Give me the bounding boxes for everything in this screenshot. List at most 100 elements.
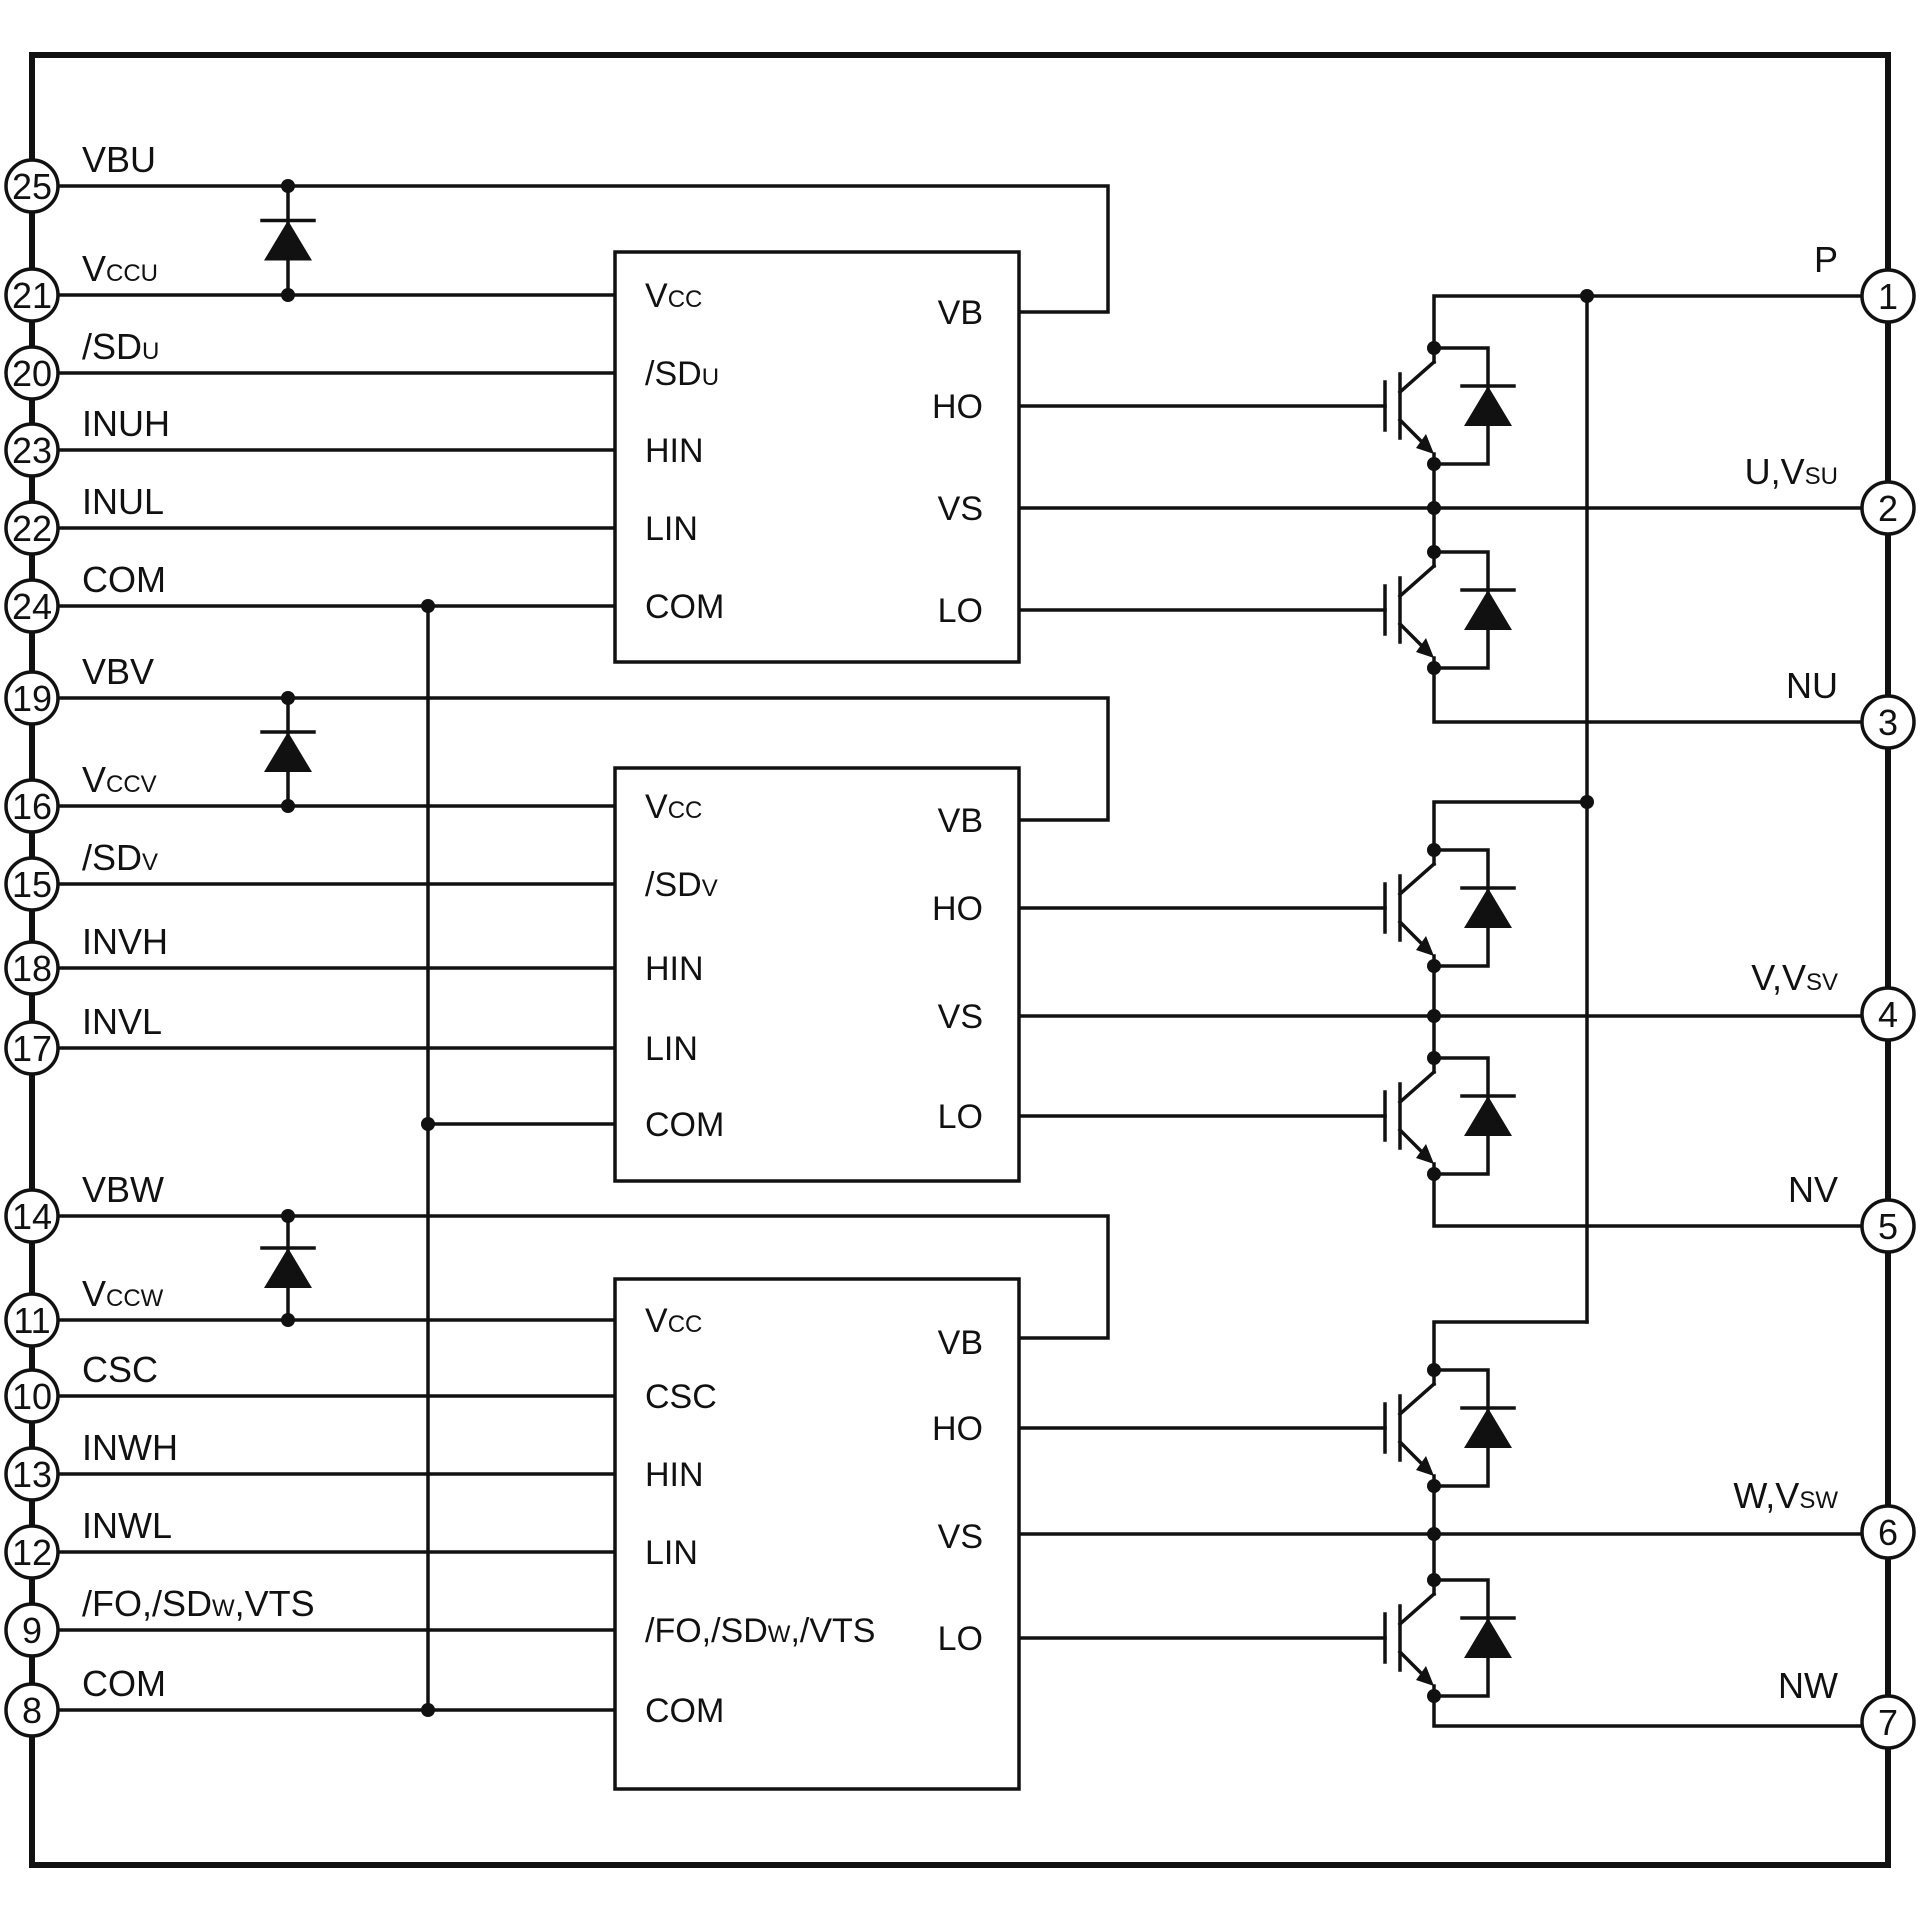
low-side-igbt-arrow	[1416, 638, 1434, 658]
high-side-igbt-arrow	[1416, 434, 1434, 454]
pin-label: INWH	[82, 1427, 178, 1468]
pin-label: NW	[1778, 1665, 1838, 1706]
junction-dot	[1427, 501, 1441, 515]
high-side-igbt-diode	[1464, 1408, 1512, 1448]
high-side-igbt-collector	[1397, 1381, 1437, 1417]
pin-number: 12	[12, 1532, 52, 1573]
pin-number: 9	[22, 1610, 42, 1651]
driver-pin-label: VS	[938, 1518, 983, 1556]
wiring	[30, 179, 1890, 1728]
pin-number: 5	[1878, 1206, 1898, 1247]
pin-circle	[1860, 268, 1916, 324]
pin-circle	[4, 500, 60, 556]
bootstrap-diode	[264, 732, 312, 772]
low-side-igbt-diode	[1464, 1618, 1512, 1658]
driver-pin-label: VB	[938, 1324, 983, 1362]
junction-dot	[1427, 1527, 1441, 1541]
driver-pin-label: VS	[938, 490, 983, 528]
driver-pin-label: LO	[938, 592, 983, 630]
pin-number: 22	[12, 508, 52, 549]
driver-pin-label: VS	[938, 998, 983, 1036]
driver-pin-label: HIN	[645, 432, 704, 470]
pin-label: INUL	[82, 481, 164, 522]
pin-circle	[1860, 1198, 1916, 1254]
bootstrap-diode	[264, 220, 312, 261]
n-wire	[1432, 1694, 1890, 1728]
low-side-igbt-diode	[1464, 590, 1512, 630]
pin-label: COM	[82, 1663, 166, 1704]
pin-circle	[4, 778, 60, 834]
collector-wire	[1432, 294, 1589, 350]
pin-number: 8	[22, 1690, 42, 1731]
low-side-igbt-collector	[1397, 1591, 1437, 1627]
pin-number: 10	[12, 1376, 52, 1417]
pin-number: 4	[1878, 994, 1898, 1035]
high-side-igbt-collector	[1397, 359, 1437, 395]
pin-label: U,VSU	[1745, 451, 1838, 492]
pin-label: NU	[1786, 665, 1838, 706]
pin-circle	[4, 1292, 60, 1348]
bootstrap-diode	[264, 1248, 312, 1288]
driver-pin-label: VB	[938, 294, 983, 332]
driver-pin-label: /SDV	[645, 866, 718, 904]
pin-number: 14	[12, 1196, 52, 1237]
driver-pin-label: /FO,/SDW,/VTS	[645, 1612, 875, 1650]
pin-label: /SDV	[82, 837, 158, 878]
driver-pin-label: LIN	[645, 1534, 698, 1572]
driver-pin-label: COM	[645, 1692, 724, 1730]
pin-number: 2	[1878, 488, 1898, 529]
pin-number: 24	[12, 586, 52, 627]
pin-circle	[4, 940, 60, 996]
pin-label: VBV	[82, 651, 154, 692]
pin-label: VBW	[82, 1169, 164, 1210]
pin-label: VCCV	[82, 759, 157, 800]
pin-circle	[4, 345, 60, 401]
driver-pin-label: /SDU	[645, 355, 719, 393]
pin-label: NV	[1788, 1169, 1838, 1210]
pin-number: 20	[12, 353, 52, 394]
pin-number: 25	[12, 166, 52, 207]
pin-label: VCCU	[82, 248, 158, 289]
n-wire	[1432, 666, 1890, 724]
driver-pin-label: CSC	[645, 1378, 717, 1416]
driver-pin-label: LO	[938, 1620, 983, 1658]
pin-label: INUH	[82, 403, 170, 444]
pin-number: 11	[13, 1300, 50, 1341]
pin-circle	[4, 856, 60, 912]
com-junction	[421, 1117, 435, 1131]
high-side-igbt-collector	[1397, 861, 1437, 897]
driver-pin-label: COM	[645, 588, 724, 626]
pin-number: 6	[1878, 1512, 1898, 1553]
pin-label: INVL	[82, 1001, 162, 1042]
pin-circle	[1860, 694, 1916, 750]
pin-circle	[4, 1368, 60, 1424]
vb-wire	[30, 184, 1110, 314]
pin-number: 15	[12, 864, 52, 905]
pin-label: VCCW	[82, 1273, 164, 1314]
pin-circle	[4, 1446, 60, 1502]
collector-wire	[1432, 1320, 1589, 1372]
power-devices	[260, 218, 1516, 1698]
pin-circle	[4, 158, 60, 214]
driver-pin-label: VB	[938, 802, 983, 840]
high-side-igbt-diode	[1464, 386, 1512, 426]
pin-number: 21	[12, 275, 52, 316]
pin-circle	[4, 267, 60, 323]
pin-circle	[1860, 1694, 1916, 1750]
junction-dot	[1427, 1009, 1441, 1023]
high-side-igbt-arrow	[1416, 936, 1434, 956]
gate-driver-ic	[613, 250, 1021, 664]
high-side-igbt-arrow	[1416, 1456, 1434, 1476]
driver-pin-label: HO	[932, 1410, 983, 1448]
gate-driver-ic	[613, 766, 1021, 1183]
gate-driver-ic	[613, 1277, 1021, 1791]
vb-wire	[30, 696, 1110, 822]
driver-pin-label: VCC	[645, 1302, 702, 1340]
low-side-igbt-collector	[1397, 1069, 1437, 1105]
pin-label: VBU	[82, 139, 156, 180]
pin-number: 3	[1878, 702, 1898, 743]
driver-pin-label: COM	[645, 1106, 724, 1144]
pin-circle	[4, 578, 60, 634]
pin-number: 19	[12, 678, 52, 719]
